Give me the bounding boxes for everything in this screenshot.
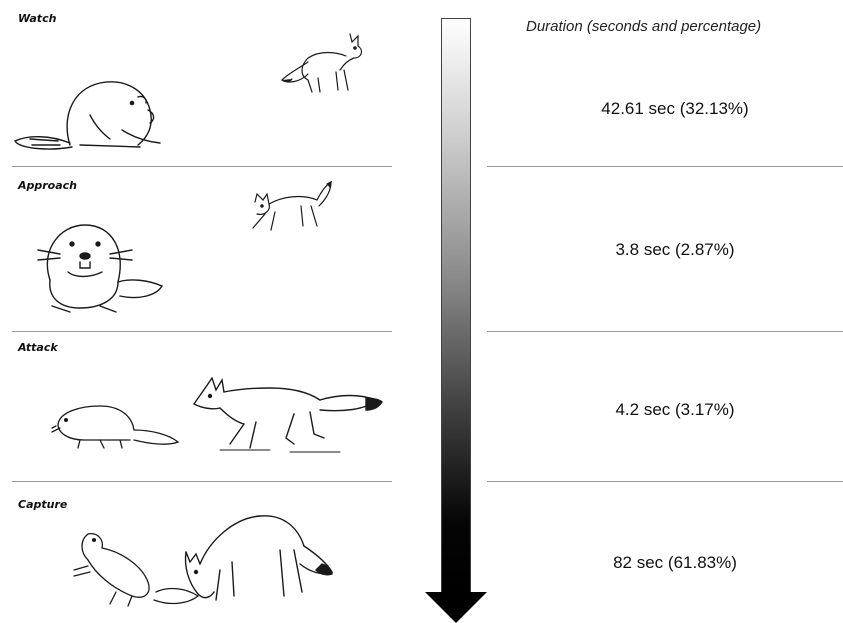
right-divider-1	[487, 166, 843, 167]
stage-label-attack: Attack	[18, 341, 58, 354]
stage-label-capture: Capture	[18, 498, 68, 511]
timeline-arrow-shaft	[441, 18, 471, 593]
stage-label-watch: Watch	[18, 12, 57, 25]
right-divider-3	[487, 481, 843, 482]
right-divider-2	[487, 331, 843, 332]
left-divider-1	[12, 166, 392, 167]
left-divider-3	[12, 481, 392, 482]
stage-label-approach: Approach	[18, 179, 78, 192]
duration-attack: 4.2 sec (3.17%)	[615, 400, 735, 419]
beaver-attack-illustration	[51, 405, 180, 449]
beaver-watch-illustration	[13, 81, 161, 150]
beaver-capture-illustration	[73, 533, 200, 607]
duration-capture: 82 sec (61.83%)	[613, 553, 737, 572]
duration-header: Duration (seconds and percentage)	[526, 18, 762, 35]
fox-approach-illustration	[252, 180, 332, 231]
beaver-approach-illustration	[37, 224, 164, 313]
fox-attack-illustration	[192, 377, 383, 453]
timeline-arrow-head	[425, 592, 487, 623]
left-divider-2	[12, 331, 392, 332]
duration-approach: 3.8 sec (2.87%)	[615, 240, 735, 259]
fox-watch-illustration	[281, 33, 363, 93]
fox-capture-illustration	[184, 515, 334, 601]
duration-watch: 42.61 sec (32.13%)	[601, 99, 749, 118]
